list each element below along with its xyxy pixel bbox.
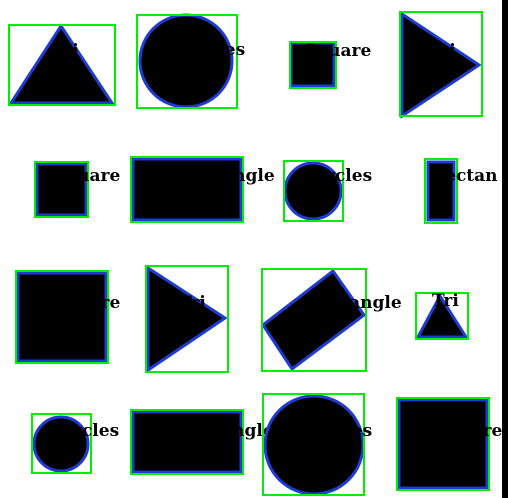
shape-r4-c1: Circles bbox=[31, 413, 119, 474]
shape-label: Tri bbox=[429, 41, 456, 61]
rectangle-shape bbox=[131, 410, 243, 474]
shape-r3-c1: Square bbox=[15, 270, 120, 364]
detection-box bbox=[289, 41, 337, 89]
shape-r3-c4: Tri bbox=[415, 291, 469, 340]
detection-box bbox=[145, 265, 229, 373]
shape-r2-c3: Circles bbox=[283, 160, 372, 222]
shape-label: Square bbox=[304, 41, 371, 61]
shape-label: Tri bbox=[179, 293, 206, 313]
detection-box bbox=[31, 413, 92, 474]
shape-label: Rectan bbox=[431, 166, 498, 186]
detection-box bbox=[424, 158, 458, 224]
rectangle-shape bbox=[260, 268, 367, 372]
shape-r2-c2: Rectangle bbox=[130, 156, 275, 223]
detection-box bbox=[261, 268, 367, 372]
shape-r2-c4: Rectan bbox=[424, 158, 498, 224]
shape-r4-c4: Square bbox=[396, 397, 502, 491]
shape-r4-c3: Circles bbox=[262, 393, 372, 496]
rectangle-shape bbox=[131, 157, 243, 222]
shape-label: Circles bbox=[306, 166, 372, 186]
shape-r1-c2: Circles bbox=[136, 13, 245, 109]
shape-label: Rectangle bbox=[179, 166, 275, 186]
square-shape bbox=[397, 398, 489, 490]
detection-box bbox=[130, 156, 244, 223]
detection-box bbox=[262, 393, 365, 496]
circle-shape bbox=[263, 394, 365, 496]
rectangle-shape bbox=[426, 160, 456, 222]
shape-r4-c2: Rectangle bbox=[130, 409, 274, 475]
shape-label: Square bbox=[53, 166, 120, 186]
square-shape bbox=[35, 162, 88, 217]
shape-label: Square bbox=[53, 293, 120, 313]
square-shape bbox=[289, 41, 336, 88]
detection-box bbox=[8, 24, 116, 106]
shape-r1-c1: Tri bbox=[8, 23, 116, 106]
shape-label: Rectangle bbox=[306, 293, 402, 313]
shape-label: Tri bbox=[432, 291, 459, 311]
circle-shape bbox=[32, 415, 90, 473]
square-shape bbox=[16, 271, 108, 363]
detection-box bbox=[130, 409, 244, 475]
triangle-shape bbox=[146, 265, 228, 373]
triangle-shape bbox=[400, 11, 482, 119]
detection-box bbox=[34, 161, 89, 218]
triangle-shape bbox=[8, 23, 115, 105]
shape-r3-c2: Tri bbox=[145, 265, 229, 373]
shape-r1-c3: Square bbox=[289, 41, 371, 89]
shape-label: Circles bbox=[306, 421, 372, 441]
circle-shape bbox=[138, 13, 234, 109]
shape-r2-c1: Square bbox=[34, 161, 120, 218]
triangle-shape bbox=[415, 293, 469, 339]
right-edge-bar bbox=[502, 0, 508, 498]
shape-r3-c3: Rectangle bbox=[260, 268, 402, 372]
detection-box bbox=[399, 11, 483, 117]
shape-label: Square bbox=[435, 421, 502, 441]
detection-box bbox=[396, 397, 490, 491]
shape-label: Circles bbox=[179, 40, 245, 60]
detection-box bbox=[283, 160, 344, 222]
detection-box bbox=[15, 270, 109, 364]
shape-label: Rectangle bbox=[178, 421, 274, 441]
shape-r1-c4: Tri bbox=[399, 11, 483, 119]
detection-box bbox=[136, 14, 238, 109]
shape-label: Tri bbox=[52, 41, 79, 61]
shape-label: Circles bbox=[53, 421, 119, 441]
detection-box bbox=[415, 292, 469, 340]
